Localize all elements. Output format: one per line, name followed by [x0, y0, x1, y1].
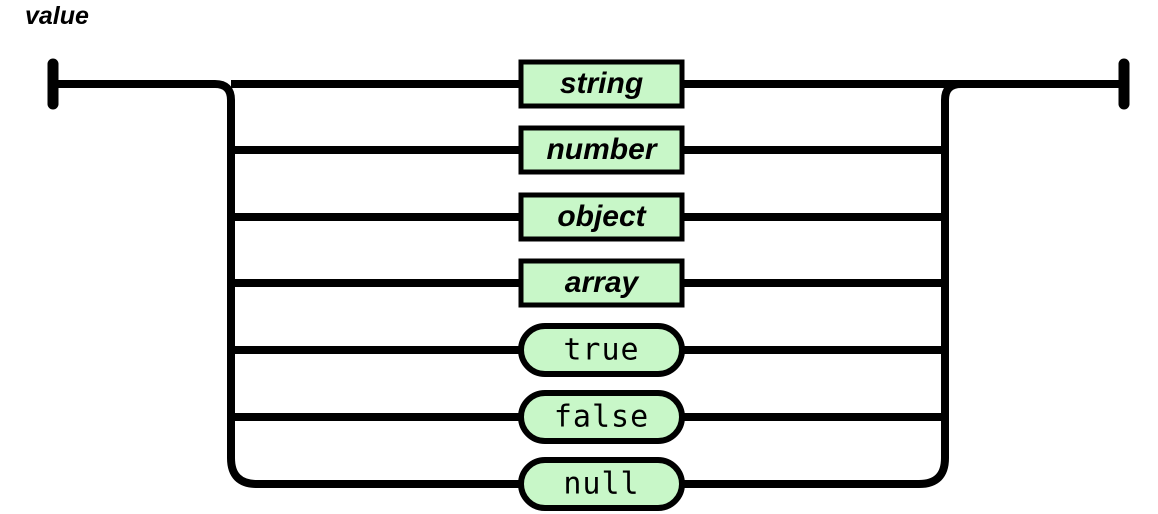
nonterminal-box-shape [518, 192, 685, 242]
nonterminal-node-string[interactable]: string [518, 59, 685, 109]
terminal-node-null[interactable]: null [518, 457, 685, 511]
right-bottom-corner [682, 457, 949, 488]
node-label: null [563, 467, 639, 502]
right-vertical-rail [941, 80, 962, 458]
nonterminal-node-number[interactable]: number [518, 125, 685, 175]
node-label: object [557, 200, 647, 233]
nonterminal-box-shape [518, 258, 685, 308]
node-label: false [554, 400, 649, 435]
terminal-node-true[interactable]: true [518, 323, 685, 377]
track-layer [53, 80, 1124, 488]
node-layer: string number object array true false null [518, 59, 685, 511]
node-label: true [563, 333, 639, 368]
terminal-pill-shape [518, 457, 685, 511]
nonterminal-box-shape [518, 59, 685, 109]
terminal-pill-shape [518, 323, 685, 377]
left-bottom-corner [227, 457, 521, 488]
nonterminal-node-object[interactable]: object [518, 192, 685, 242]
nonterminal-node-array[interactable]: array [518, 258, 685, 308]
terminal-node-false[interactable]: false [518, 390, 685, 444]
node-label: string [560, 67, 643, 100]
node-label: number [546, 133, 658, 166]
node-label: array [565, 266, 640, 299]
rule-title: value [25, 2, 89, 30]
left-vertical-rail [214, 80, 235, 458]
terminal-pill-shape [518, 390, 685, 444]
nonterminal-box-shape [518, 125, 685, 175]
